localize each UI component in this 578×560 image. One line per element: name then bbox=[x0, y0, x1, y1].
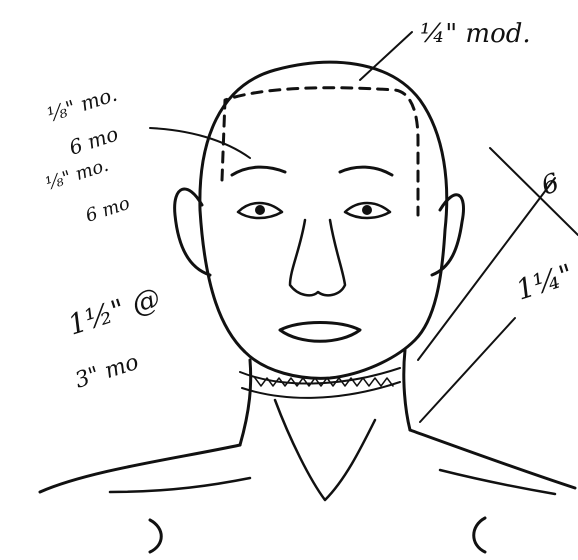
note-left-1: ⅛" mo. bbox=[44, 82, 120, 127]
mouth bbox=[280, 323, 360, 342]
note-left-3: ⅛" mo. bbox=[43, 155, 111, 195]
note-left-5: 1½" @ bbox=[64, 281, 164, 342]
throat-v bbox=[275, 400, 375, 500]
left-pupil bbox=[255, 205, 265, 215]
pointer-right-lower bbox=[420, 318, 515, 422]
note-left-6: 3" mo bbox=[72, 350, 142, 394]
right-pupil bbox=[362, 205, 372, 215]
right-chest-mark bbox=[474, 518, 485, 552]
pointer-right-upper bbox=[490, 148, 578, 235]
note-top-right: ¼" mod. bbox=[420, 19, 531, 49]
right-shoulder bbox=[410, 430, 575, 488]
neck-right bbox=[404, 350, 410, 430]
hairline-dashed bbox=[222, 88, 418, 215]
note-left-4: 6 mo bbox=[83, 193, 133, 227]
nose bbox=[290, 220, 345, 295]
note-left-2: 6 mo bbox=[66, 121, 121, 159]
head-outline bbox=[200, 62, 447, 378]
left-eyebrow bbox=[232, 167, 285, 175]
left-collarbone bbox=[110, 478, 250, 492]
right-collarbone bbox=[440, 470, 555, 494]
pointer-left bbox=[150, 128, 250, 158]
right-eyebrow bbox=[340, 167, 392, 175]
left-chest-mark bbox=[150, 520, 161, 552]
note-right-2: 1¼" bbox=[512, 257, 577, 306]
